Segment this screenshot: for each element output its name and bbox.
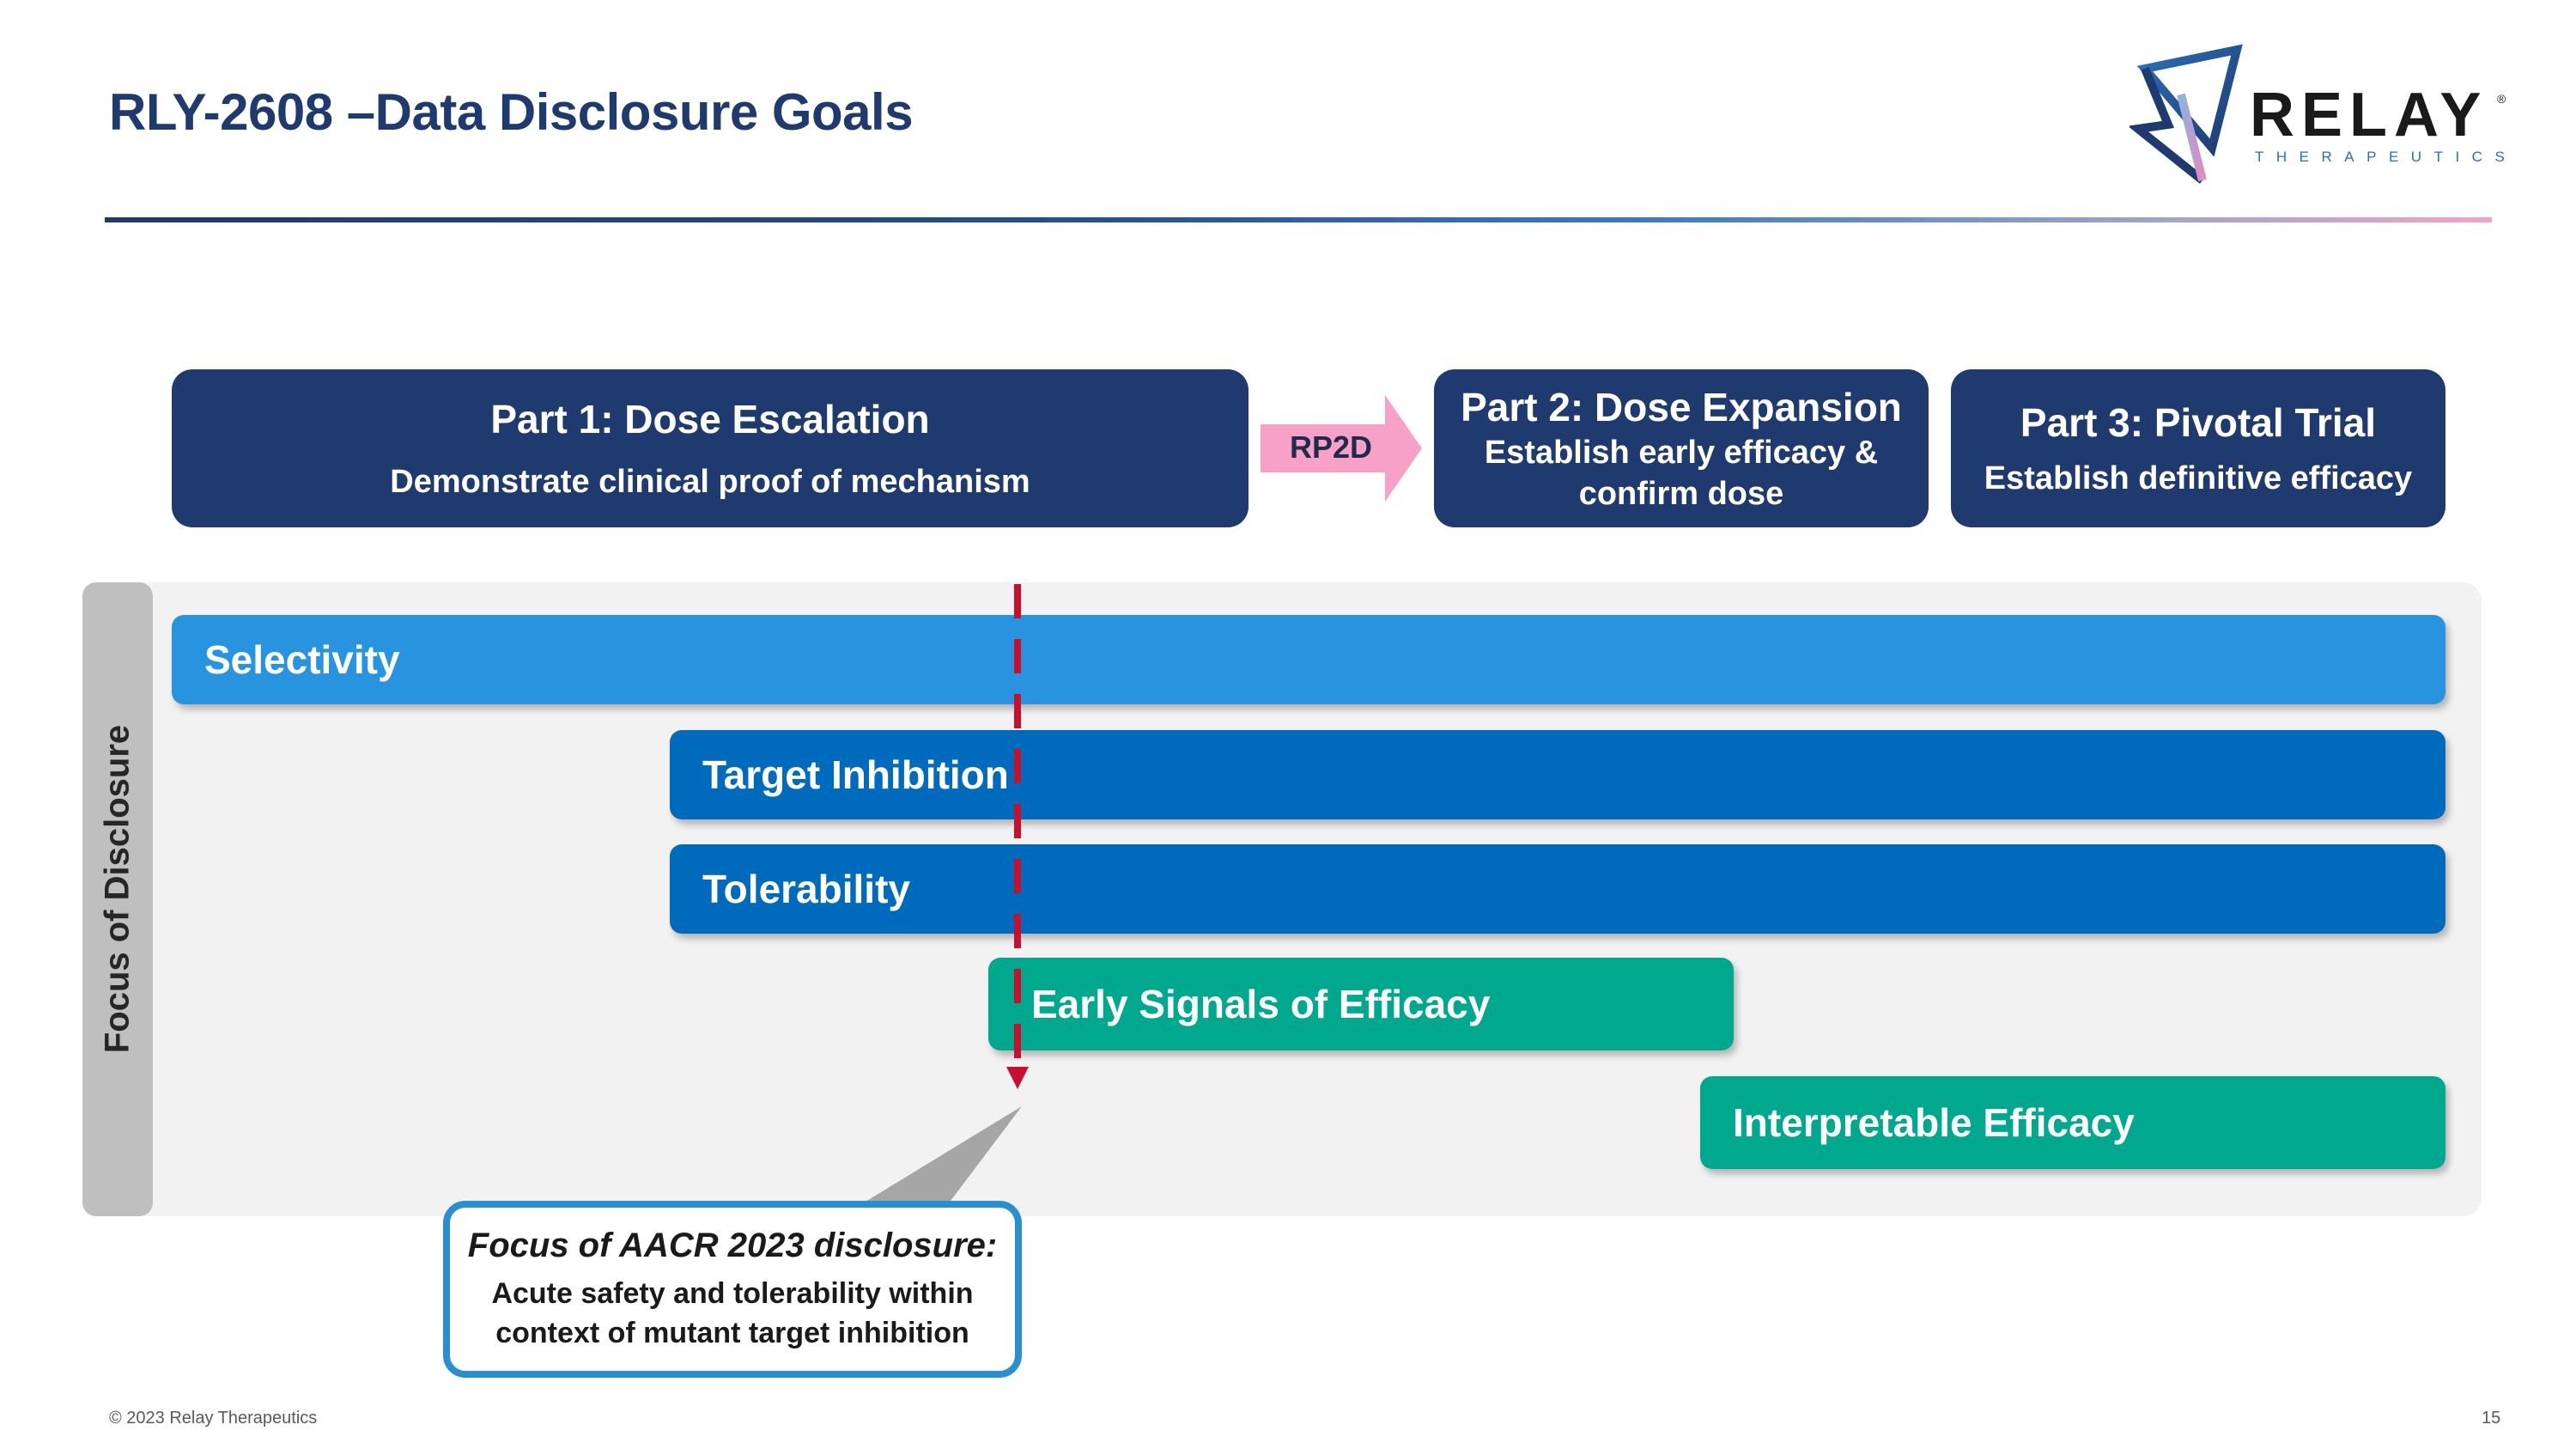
bar-tolerability: Tolerability [670,844,2445,934]
phase-3-box: Part 3: Pivotal Trial Establish definiti… [1951,369,2445,527]
callout-title: Focus of AACR 2023 disclosure: [467,1226,998,1264]
bar-target-inhibition: Target Inhibition [670,730,2445,819]
phase-2-title: Part 2: Dose Expansion [1461,385,1902,429]
rp2d-arrow-icon [1261,395,1422,502]
relay-logo: RELAY ® THERAPEUTICS [2129,44,2507,184]
phase-3-subtitle: Establish definitive efficacy [1984,460,2413,496]
callout-line-1: Acute safety and tolerability within [491,1276,974,1310]
title-divider [105,217,2492,222]
disclosure-axis-label: Focus of Disclosure [98,724,137,1054]
footer-copyright: © 2023 Relay Therapeutics [109,1409,318,1428]
phase-2-subtitle-line2: confirm dose [1578,476,1784,512]
bar-selectivity: Selectivity [172,615,2445,704]
phase-2-subtitle-line1: Establish early efficacy & [1484,435,1879,471]
phase-1-subtitle: Demonstrate clinical proof of mechanism [390,464,1030,500]
aacr-callout: Focus of AACR 2023 disclosure: Acute saf… [443,1201,1022,1378]
phase-2-box: Part 2: Dose Expansion Establish early e… [1434,369,1929,527]
page-title: RLY-2608 –Data Disclosure Goals [109,83,914,141]
logo-subtitle: THERAPEUTICS [2255,149,2507,165]
logo-wordmark: RELAY [2250,81,2488,149]
bar-interpretable-efficacy: Interpretable Efficacy [1700,1076,2445,1169]
phase-1-box: Part 1: Dose Escalation Demonstrate clin… [172,369,1249,527]
disclosure-axis-bar [82,582,153,1216]
phase-1-title: Part 1: Dose Escalation [490,397,930,441]
logo-registered-mark: ® [2497,92,2506,106]
page-number: 15 [2482,1409,2501,1428]
callout-line-2: context of mutant target inhibition [495,1316,969,1349]
phase-3-title: Part 3: Pivotal Trial [2020,400,2377,445]
bar-early-signals-of-efficacy: Early Signals of Efficacy [988,958,1734,1050]
rp2d-label: RP2D [1289,429,1373,465]
